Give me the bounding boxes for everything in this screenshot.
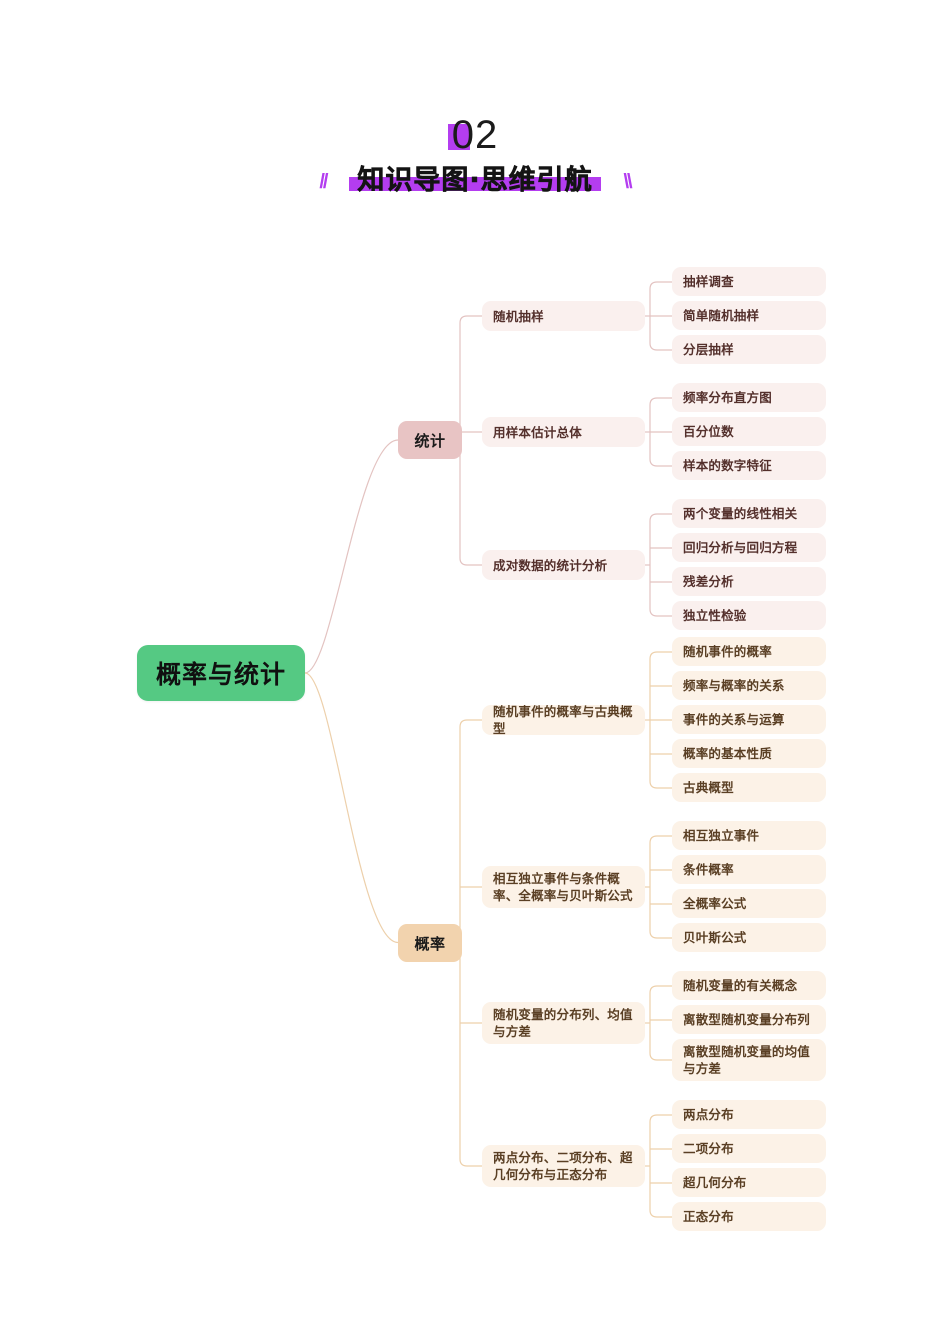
leaf-node-stat-2-0-label: 两个变量的线性相关 — [683, 506, 798, 521]
leaf-node-prob-0-1[interactable]: 频率与概率的关系 — [672, 671, 826, 700]
leaf-node-prob-1-0-label: 相互独立事件 — [683, 828, 760, 843]
leaf-node-stat-0-2-label: 分层抽样 — [683, 342, 734, 357]
subtopic-node-stat-2-label: 成对数据的统计分析 — [493, 557, 608, 573]
leaf-node-prob-3-0[interactable]: 两点分布 — [672, 1100, 826, 1129]
leaf-node-stat-2-1[interactable]: 回归分析与回归方程 — [672, 533, 826, 562]
leaf-node-stat-0-1-label: 简单随机抽样 — [683, 308, 760, 323]
leaf-node-stat-0-0-label: 抽样调查 — [683, 274, 734, 289]
root-node-label: 概率与统计 — [155, 660, 286, 689]
leaf-node-prob-2-0-label: 随机变量的有关概念 — [683, 978, 798, 993]
leaf-node-stat-1-0-label: 频率分布直方图 — [683, 390, 772, 405]
branch-node-prob-label: 概率 — [414, 934, 446, 953]
leaf-node-stat-2-2-label: 残差分析 — [683, 574, 734, 589]
subtopic-node-prob-2-label: 随机变量的分布列、均值与方差 — [493, 1007, 633, 1039]
leaf-node-prob-0-2[interactable]: 事件的关系与运算 — [672, 705, 826, 734]
header-title-group: // 知识导图·思维引航 \\ — [319, 158, 632, 197]
leaf-node-stat-0-1[interactable]: 简单随机抽样 — [672, 301, 826, 330]
leaf-node-prob-1-1[interactable]: 条件概率 — [672, 855, 826, 884]
leaf-node-stat-1-2[interactable]: 样本的数字特征 — [672, 451, 826, 480]
connector-line — [649, 1114, 672, 1218]
leaf-node-stat-2-1-label: 回归分析与回归方程 — [683, 540, 798, 555]
leaf-node-prob-2-0[interactable]: 随机变量的有关概念 — [672, 971, 826, 1000]
leaf-node-prob-1-1-label: 条件概率 — [683, 862, 734, 877]
leaf-node-prob-3-3-label: 正态分布 — [683, 1209, 734, 1224]
connector-line — [649, 513, 672, 617]
leaf-node-prob-1-2-label: 全概率公式 — [683, 896, 747, 911]
leaf-node-stat-2-0[interactable]: 两个变量的线性相关 — [672, 499, 826, 528]
leaf-node-prob-0-2-label: 事件的关系与运算 — [683, 712, 785, 727]
leaf-node-prob-3-3[interactable]: 正态分布 — [672, 1202, 826, 1231]
leaf-node-prob-3-2[interactable]: 超几何分布 — [672, 1168, 826, 1197]
leaf-node-stat-2-3[interactable]: 独立性检验 — [672, 601, 826, 630]
leaf-node-prob-0-4[interactable]: 古典概型 — [672, 773, 826, 802]
connector-line — [459, 315, 482, 566]
subtopic-node-prob-0-label: 随机事件的概率与古典概型 — [493, 704, 633, 736]
header-number: 02 — [451, 113, 499, 157]
leaf-node-prob-1-3[interactable]: 贝叶斯公式 — [672, 923, 826, 952]
connector-line — [459, 719, 482, 1167]
subtopic-node-prob-3-label: 两点分布、二项分布、超几何分布与正态分布 — [493, 1150, 633, 1182]
header-number-group: 02 — [447, 112, 499, 167]
leaf-node-stat-1-1[interactable]: 百分位数 — [672, 417, 826, 446]
leaf-node-prob-2-1[interactable]: 离散型随机变量分布列 — [672, 1005, 826, 1034]
page-title: 知识导图·思维引航 — [357, 165, 593, 197]
connector-line — [304, 672, 399, 944]
root-node[interactable]: 概率与统计 — [137, 645, 305, 701]
leaf-node-prob-1-3-label: 贝叶斯公式 — [683, 930, 747, 945]
subtopic-node-prob-1-label: 相互独立事件与条件概率、全概率与贝叶斯公式 — [493, 871, 633, 903]
leaf-node-prob-1-2[interactable]: 全概率公式 — [672, 889, 826, 918]
connector-line — [649, 281, 672, 351]
branch-node-prob[interactable]: 概率 — [398, 924, 462, 962]
leaf-node-prob-0-4-label: 古典概型 — [683, 780, 734, 795]
leaf-node-prob-2-2[interactable]: 离散型随机变量的均值与方差 — [672, 1039, 826, 1081]
leaf-node-stat-2-2[interactable]: 残差分析 — [672, 567, 826, 596]
leaf-node-prob-1-0[interactable]: 相互独立事件 — [672, 821, 826, 850]
header-title-row: // 知识导图·思维引航 \\ — [0, 158, 950, 208]
leaf-node-prob-0-3-label: 概率的基本性质 — [683, 746, 772, 761]
leaf-node-stat-1-0[interactable]: 频率分布直方图 — [672, 383, 826, 412]
header-number-row: 02 — [0, 112, 950, 158]
subtopic-node-stat-0-label: 随机抽样 — [493, 308, 544, 324]
leaf-node-prob-0-3[interactable]: 概率的基本性质 — [672, 739, 826, 768]
subtopic-node-prob-1[interactable]: 相互独立事件与条件概率、全概率与贝叶斯公式 — [482, 866, 645, 908]
leaf-node-stat-2-3-label: 独立性检验 — [683, 608, 747, 623]
leaf-node-prob-2-2-label: 离散型随机变量的均值与方差 — [683, 1044, 811, 1076]
leaf-node-stat-0-2[interactable]: 分层抽样 — [672, 335, 826, 364]
connector-line — [649, 397, 672, 467]
subtopic-node-stat-2[interactable]: 成对数据的统计分析 — [482, 550, 645, 580]
purple-square-decoration — [447, 124, 470, 150]
subtopic-node-stat-0[interactable]: 随机抽样 — [482, 301, 645, 331]
title-highlight-bar — [349, 177, 601, 191]
branch-node-stat-label: 统计 — [414, 431, 446, 450]
subtopic-node-prob-2[interactable]: 随机变量的分布列、均值与方差 — [482, 1002, 645, 1044]
leaf-node-stat-1-1-label: 百分位数 — [683, 424, 734, 439]
leaf-node-stat-0-0[interactable]: 抽样调查 — [672, 267, 826, 296]
leaf-node-prob-3-1[interactable]: 二项分布 — [672, 1134, 826, 1163]
branch-node-stat[interactable]: 统计 — [398, 421, 462, 459]
leaf-node-prob-3-0-label: 两点分布 — [683, 1107, 734, 1122]
slash-right-decoration: \\ — [623, 171, 633, 193]
leaf-node-prob-0-1-label: 频率与概率的关系 — [683, 678, 785, 693]
leaf-node-prob-0-0[interactable]: 随机事件的概率 — [672, 637, 826, 666]
connector-line — [649, 835, 672, 939]
subtopic-node-prob-3[interactable]: 两点分布、二项分布、超几何分布与正态分布 — [482, 1145, 645, 1187]
leaf-node-prob-0-0-label: 随机事件的概率 — [683, 644, 772, 659]
leaf-node-prob-2-1-label: 离散型随机变量分布列 — [683, 1012, 811, 1027]
subtopic-node-prob-0[interactable]: 随机事件的概率与古典概型 — [482, 704, 645, 736]
subtopic-node-stat-1[interactable]: 用样本估计总体 — [482, 417, 645, 447]
leaf-node-stat-1-2-label: 样本的数字特征 — [683, 458, 772, 473]
connector-line — [649, 651, 672, 789]
page-header: 02 // 知识导图·思维引航 \\ — [0, 112, 950, 208]
connector-line — [649, 985, 672, 1061]
slash-left-decoration: // — [319, 171, 328, 193]
subtopic-node-stat-1-label: 用样本估计总体 — [493, 424, 582, 440]
leaf-node-prob-3-1-label: 二项分布 — [683, 1141, 734, 1156]
leaf-node-prob-3-2-label: 超几何分布 — [683, 1175, 747, 1190]
connector-line — [304, 439, 399, 674]
